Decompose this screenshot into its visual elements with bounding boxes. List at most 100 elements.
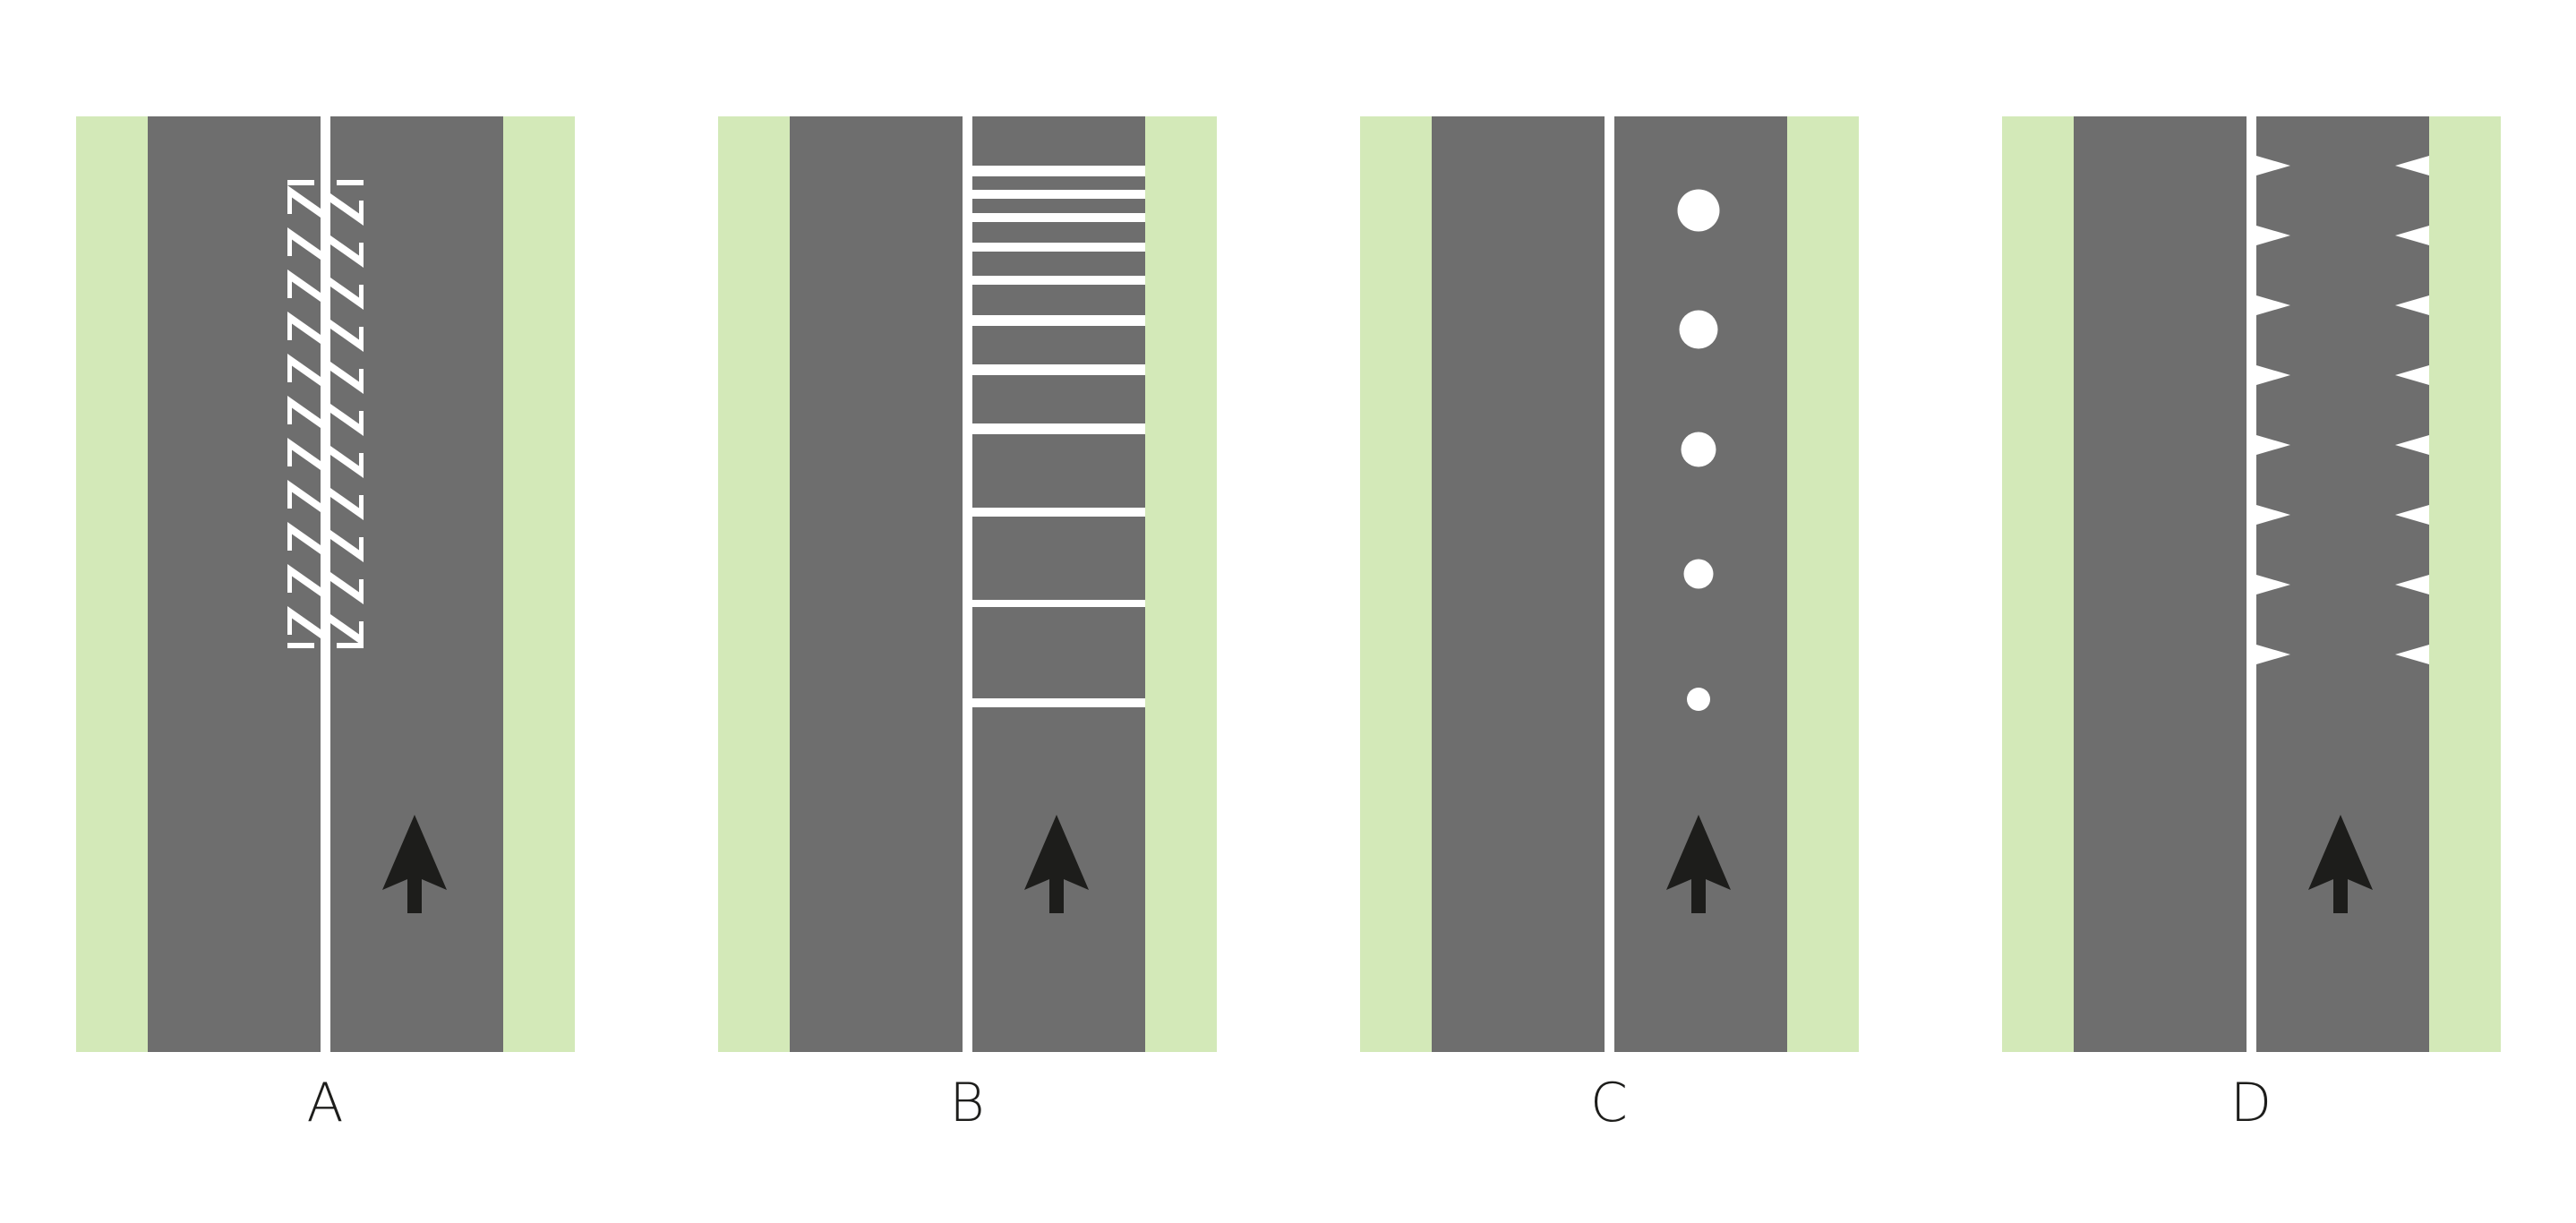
panel-c: C	[1360, 116, 1859, 1134]
transverse-bar	[972, 600, 1145, 607]
sawtooth-left	[2256, 505, 2290, 525]
hatch-stub	[287, 194, 292, 214]
sawtooth-left	[2256, 295, 2290, 315]
hatch-stub	[287, 531, 292, 551]
hatch-stub	[287, 363, 292, 382]
transverse-bar	[972, 508, 1145, 517]
transverse-bar	[972, 213, 1145, 222]
hatch-stripe	[287, 564, 321, 596]
hatch-stripe	[287, 606, 321, 638]
hatch-cap	[287, 643, 314, 648]
hatch-stripe	[287, 185, 321, 218]
hatch-stripe	[287, 227, 321, 260]
hatch-cap	[337, 643, 364, 648]
hatch-stripe	[287, 480, 321, 512]
hatch-stripe	[330, 446, 364, 478]
chevron-hatching	[287, 180, 364, 648]
hatch-stub	[359, 285, 364, 301]
hatch-stub	[287, 447, 292, 466]
hatch-cap	[337, 180, 364, 185]
hatch-stripe	[287, 312, 321, 344]
hatch-stripe	[330, 614, 364, 646]
sawtooth-right	[2395, 575, 2429, 594]
right-verge	[1145, 116, 1217, 1052]
left-verge	[2002, 116, 2074, 1052]
sawtooth-right	[2395, 365, 2429, 385]
panel-label: A	[306, 1072, 343, 1134]
panel-b: B	[718, 116, 1217, 1134]
sawtooth-right	[2395, 295, 2429, 315]
hatch-stub	[359, 537, 364, 553]
sawtooth-right	[2395, 505, 2429, 525]
sawtooth-left	[2256, 645, 2290, 664]
up-arrow-icon	[1666, 815, 1731, 913]
hatch-cap	[287, 180, 314, 185]
sawtooth-edge-marks	[2256, 156, 2429, 664]
circle-mark	[1679, 310, 1718, 349]
transverse-bar	[972, 423, 1145, 434]
hatch-stub	[287, 236, 292, 256]
transverse-bar	[972, 166, 1145, 176]
sawtooth-left	[2256, 575, 2290, 594]
up-arrow-icon	[2308, 815, 2373, 913]
sawtooth-right	[2395, 645, 2429, 664]
sawtooth-left	[2256, 365, 2290, 385]
sawtooth-right	[2395, 156, 2429, 175]
centre-line	[2247, 116, 2256, 1052]
hatch-stripe	[330, 488, 364, 520]
hatch-stripe	[330, 278, 364, 310]
sawtooth-left	[2256, 156, 2290, 175]
hatch-stub	[359, 453, 364, 469]
left-verge	[1360, 116, 1432, 1052]
panel-a: A	[76, 116, 575, 1134]
hatch-stub	[287, 321, 292, 340]
hatch-stub	[287, 573, 292, 593]
right-verge	[2429, 116, 2501, 1052]
hatch-stub	[359, 201, 364, 217]
hatch-stub	[359, 411, 364, 427]
hatch-stripe	[287, 438, 321, 470]
transverse-bar	[972, 276, 1145, 285]
centre-line	[1605, 116, 1614, 1052]
hatch-stripe	[330, 193, 364, 226]
transverse-bar	[972, 190, 1145, 199]
left-verge	[718, 116, 790, 1052]
hatch-stub	[359, 495, 364, 511]
panel-label: C	[1590, 1072, 1628, 1134]
hatch-stripe	[287, 522, 321, 554]
circle-mark	[1687, 688, 1710, 711]
hatch-stripe	[287, 269, 321, 302]
transverse-bars	[972, 166, 1145, 707]
right-verge	[1787, 116, 1859, 1052]
hatch-stripe	[287, 354, 321, 386]
hatch-stub	[359, 579, 364, 595]
transverse-bar	[972, 243, 1145, 252]
hatch-stub	[359, 621, 364, 637]
panel-d: D	[2002, 116, 2501, 1134]
hatch-stripe	[330, 235, 364, 268]
right-verge	[503, 116, 575, 1052]
transverse-bar	[972, 315, 1145, 326]
hatch-stub	[359, 327, 364, 343]
left-verge	[76, 116, 148, 1052]
hatch-stub	[287, 278, 292, 298]
hatch-stub	[359, 369, 364, 385]
circle-mark	[1677, 189, 1720, 232]
decreasing-circles	[1677, 189, 1720, 711]
hatch-stub	[359, 243, 364, 259]
hatch-stub	[287, 405, 292, 424]
sawtooth-left	[2256, 226, 2290, 245]
hatch-stub	[287, 615, 292, 635]
panel-label: D	[2230, 1072, 2272, 1134]
centre-line	[963, 116, 972, 1052]
hatch-stub	[287, 489, 292, 509]
hatch-stripe	[330, 572, 364, 604]
centre-line	[321, 116, 330, 1052]
hatch-stripe	[287, 396, 321, 428]
sawtooth-right	[2395, 435, 2429, 455]
circle-mark	[1683, 559, 1714, 589]
circle-mark	[1681, 432, 1716, 467]
sawtooth-left	[2256, 435, 2290, 455]
hatch-stripe	[330, 404, 364, 436]
